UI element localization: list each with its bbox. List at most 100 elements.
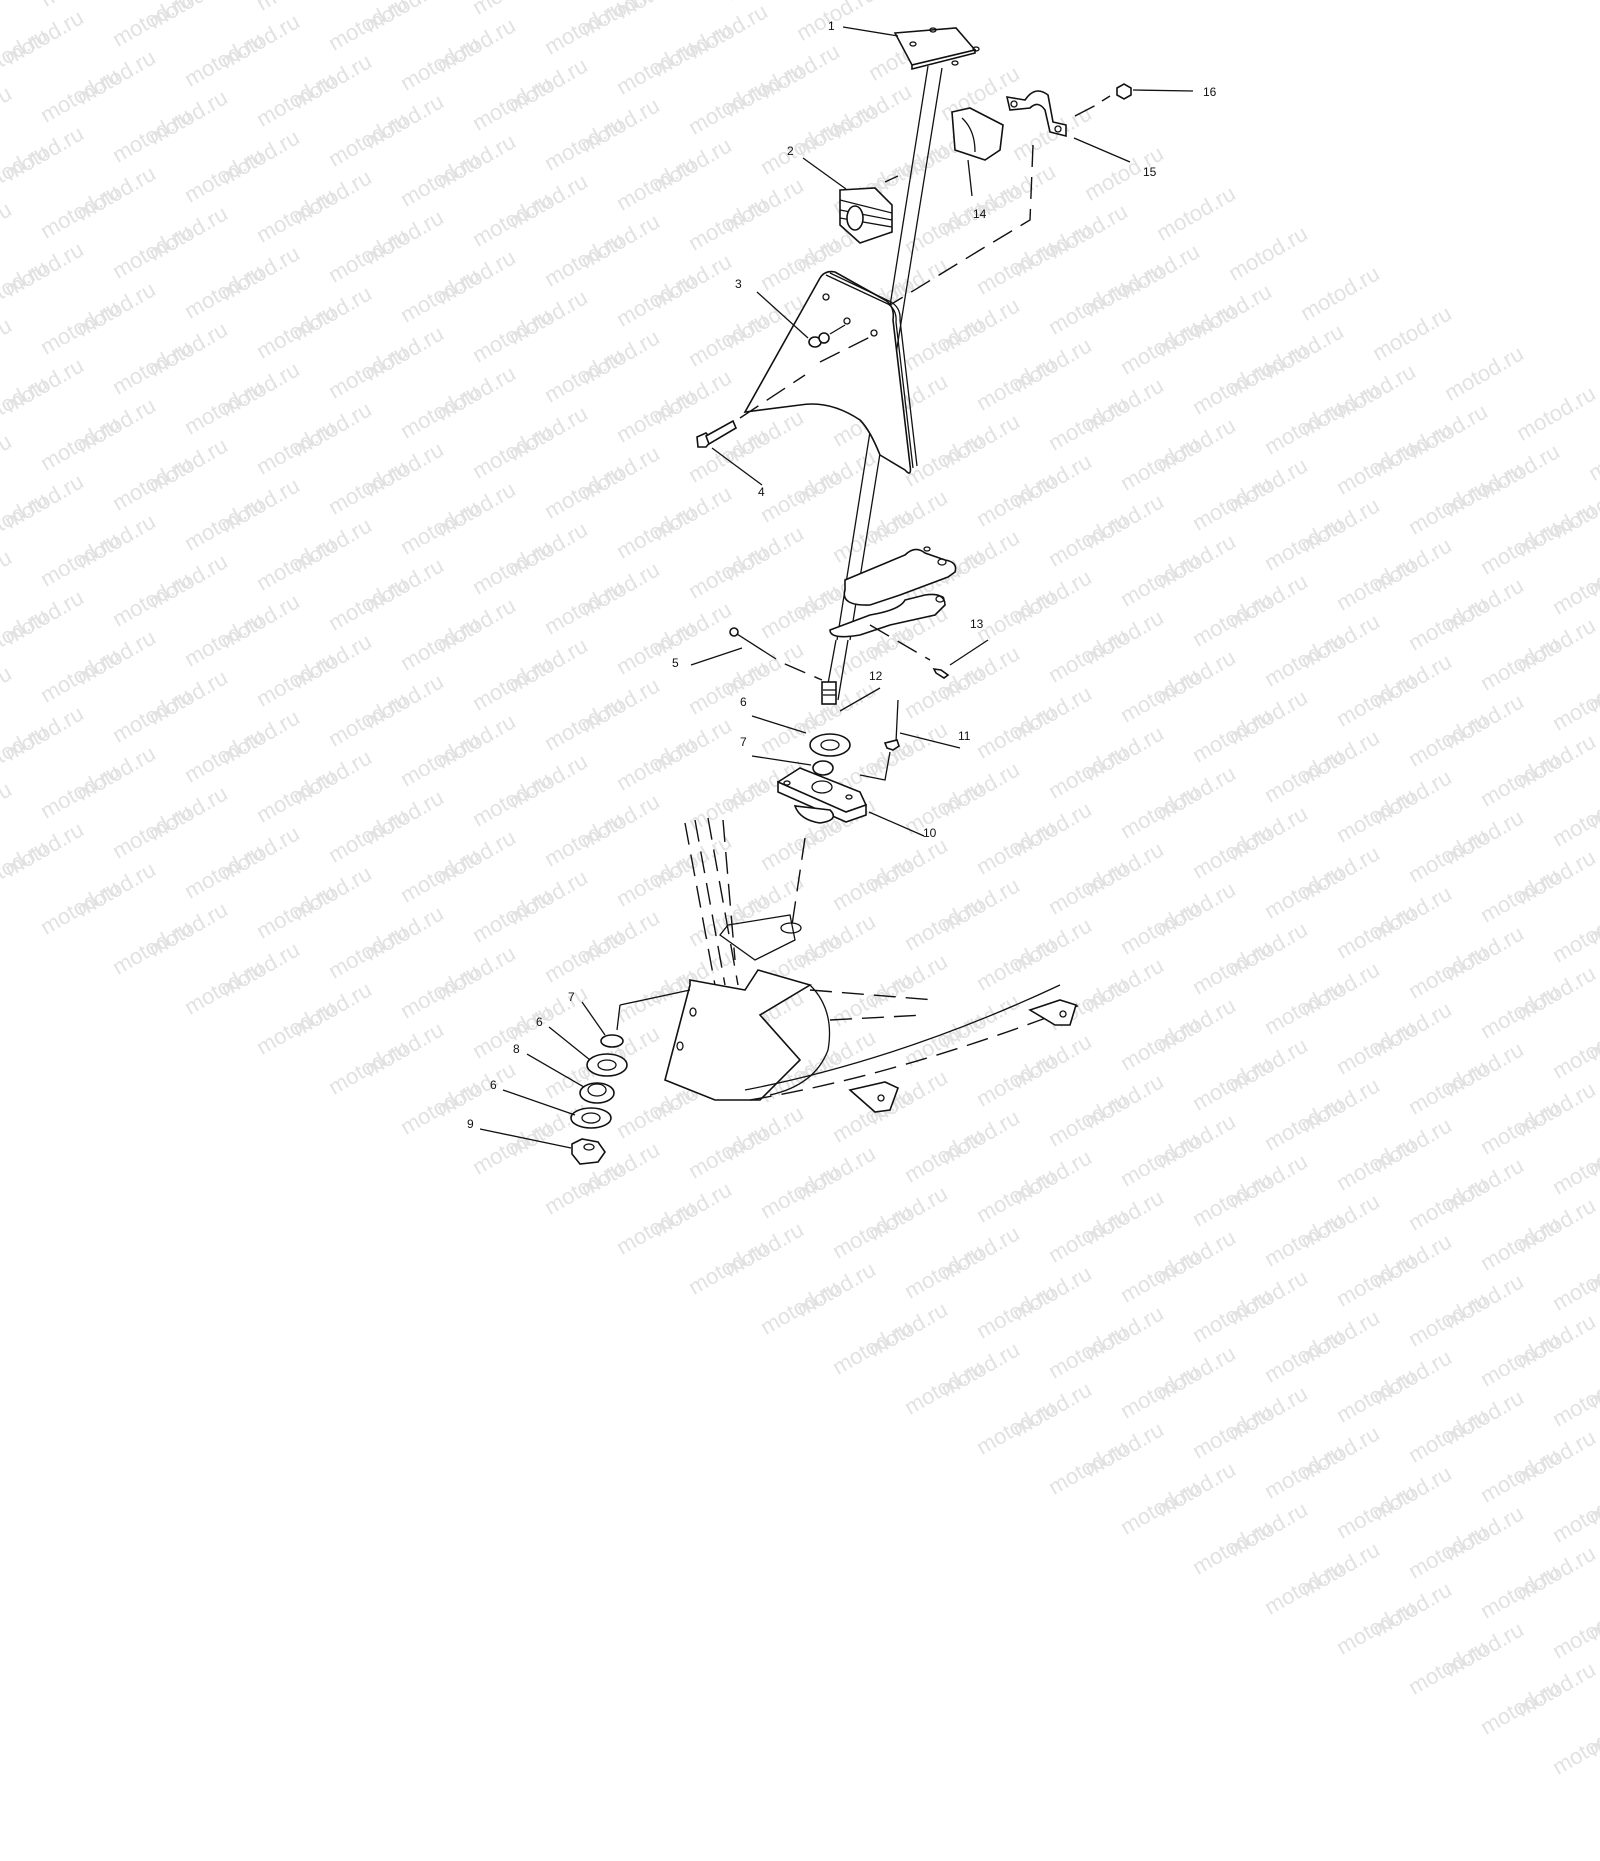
watermark-text: motod.ru [1368,1344,1456,1410]
clamp [889,90,1131,306]
screw [932,639,989,679]
watermark-text: motod.ru [1260,1322,1348,1388]
callout-6c: 6 [490,1078,497,1092]
watermark-text: motod.ru [1368,1576,1456,1642]
callout-4: 4 [758,485,765,499]
watermark-text: motod.ru [1404,1518,1492,1584]
callout-10: 10 [923,826,937,840]
callout-15: 15 [1143,165,1157,179]
callout-8: 8 [513,1042,520,1056]
watermark-text: motod.ru [972,1394,1060,1460]
watermark-text: motod.ru [1404,1634,1492,1700]
lock-nut [1101,83,1194,102]
watermark-text: motod.ru [1044,1202,1132,1268]
nut [756,291,871,363]
watermark-text: motod.ru [1224,1496,1312,1562]
diagram-drawing [479,26,1194,1165]
watermark-text: motod.ru [1584,1232,1600,1298]
watermark-text: motod.ru [1440,1268,1528,1334]
watermark-text: motod.ru [1296,1420,1384,1486]
watermark-text: motod.ru [612,1194,700,1260]
watermark-text: motod.ru [1188,1514,1276,1580]
watermark-text: motod.ru [828,1314,916,1380]
watermark-text: motod.ru [1476,1326,1564,1392]
callout-11: 11 [958,729,971,743]
watermark-text: motod.ru [1548,1714,1600,1780]
watermark-text: motod.ru [936,1220,1024,1286]
watermark-text: motod.ru [1440,1616,1528,1682]
watermark-text: motod.ru [1476,1442,1564,1508]
callout-9: 9 [467,1117,474,1131]
callout-7b: 7 [568,990,575,1004]
lower-hardware [479,1001,628,1165]
watermark-text: motod.ru [1332,1246,1420,1312]
watermark-text: motod.ru [1080,1416,1168,1482]
bearing-block [776,767,925,837]
watermark-text: motod.ru [1008,1260,1096,1326]
callout-3: 3 [735,277,742,291]
callout-5: 5 [672,656,679,670]
bolt [696,374,806,486]
watermark-text: motod.ru [1584,1696,1600,1762]
rubber-bushing [802,157,899,244]
watermark-text: motod.ru [1512,1424,1600,1490]
watermark-text: motod.ru [1296,1304,1384,1370]
watermark-text: motod.ru [1152,1340,1240,1406]
o-ring [751,755,834,776]
watermark-text: motod.ru [1404,1286,1492,1352]
watermark-text: motod.ru [1512,1308,1600,1374]
watermark-text: motod.ru [1152,1456,1240,1522]
watermark-text: motod.ru [1440,1500,1528,1566]
rivet [859,699,961,781]
watermark-text: motod.ru [1116,1242,1204,1308]
watermark-text: motod.ru [1548,1250,1600,1316]
watermark-text: motod.ru [900,1354,988,1420]
frame [616,817,1081,1113]
watermark-text: motod.ru [1260,1554,1348,1620]
callout-7a: 7 [740,735,747,749]
watermark-text: motod.ru [1224,1264,1312,1330]
watermark-text: motod.ru [1260,1206,1348,1272]
watermark-text: motod.ru [1080,1300,1168,1366]
watermark-text: motod.ru [900,1238,988,1304]
watermark-text: motod.ru [864,1296,952,1362]
watermark-text: motod.ru [1476,1210,1564,1276]
watermark-text: motod.ru [1476,1558,1564,1624]
watermark-text: motod.ru [1296,1536,1384,1602]
watermark-text: motod.ru [1332,1362,1420,1428]
watermark-text: motod.ru [792,1256,880,1322]
steering-post-plate [842,26,980,71]
watermark-text: motod.ru [936,1336,1024,1402]
watermark-text: motod.ru [1584,1580,1600,1646]
watermark-text: motod.ru [1116,1474,1204,1540]
watermark-text: motod.ru [1584,1464,1600,1530]
watermark-text: motod.ru [1188,1282,1276,1348]
watermark-text: motod.ru [1044,1318,1132,1384]
watermark-text: motod.ru [1512,1656,1600,1722]
callout-2: 2 [787,144,794,158]
watermark-text: motod.ru [720,1216,808,1282]
watermark-text: motod.ru [1440,1384,1528,1450]
watermark-text: motod.ru [1008,1376,1096,1442]
watermark-text: motod.ru [1548,1482,1600,1548]
watermark-text: motod.ru [1044,1434,1132,1500]
washer [751,715,851,757]
watermark-text: motod.ru [1332,1478,1420,1544]
watermark-text: motod.ru [1404,1402,1492,1468]
watermark-text: motod.ru [1260,1438,1348,1504]
callout-6a: 6 [740,695,747,709]
watermark-text: motod.ru [1512,1540,1600,1606]
universal-joint [821,681,881,712]
callout-12: 12 [869,669,883,683]
watermark-text: motod.ru [1368,1228,1456,1294]
watermark-text: motod.ru [1476,1674,1564,1740]
watermark-text: motod.ru [1548,1366,1600,1432]
watermark-text: motod.ru [1548,1598,1600,1664]
watermark-text: motod.ru [1116,1358,1204,1424]
callout-14: 14 [973,207,987,221]
watermark-text: motod.ru [1584,1348,1600,1414]
lower-bracket [824,546,957,701]
callout-16: 16 [1203,85,1217,99]
callout-6b: 6 [536,1015,543,1029]
